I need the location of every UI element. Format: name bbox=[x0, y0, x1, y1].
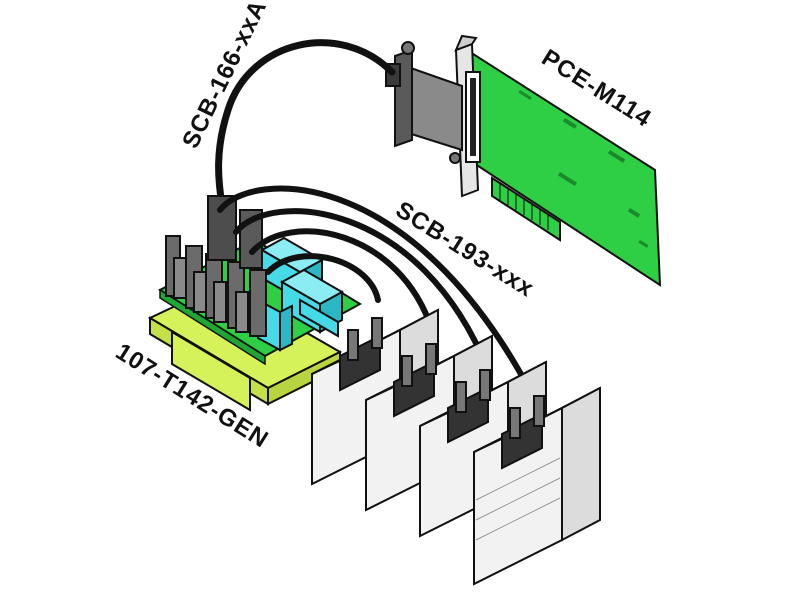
module-cables bbox=[217, 185, 548, 423]
module-cable-2 bbox=[233, 208, 491, 373]
terminal-blocks bbox=[257, 236, 345, 352]
breakout-board bbox=[147, 195, 362, 412]
pcie-card-board bbox=[468, 50, 662, 287]
pcie-edge-fingers bbox=[491, 176, 561, 242]
module-4 bbox=[473, 386, 601, 586]
module-cable-1 bbox=[217, 185, 548, 423]
card-cable bbox=[215, 39, 396, 209]
pcie-card bbox=[385, 34, 662, 287]
module-cable-4 bbox=[265, 253, 381, 303]
card-cable-plug bbox=[404, 64, 463, 152]
module-cable-3 bbox=[249, 228, 435, 333]
board-connectors bbox=[165, 195, 267, 337]
